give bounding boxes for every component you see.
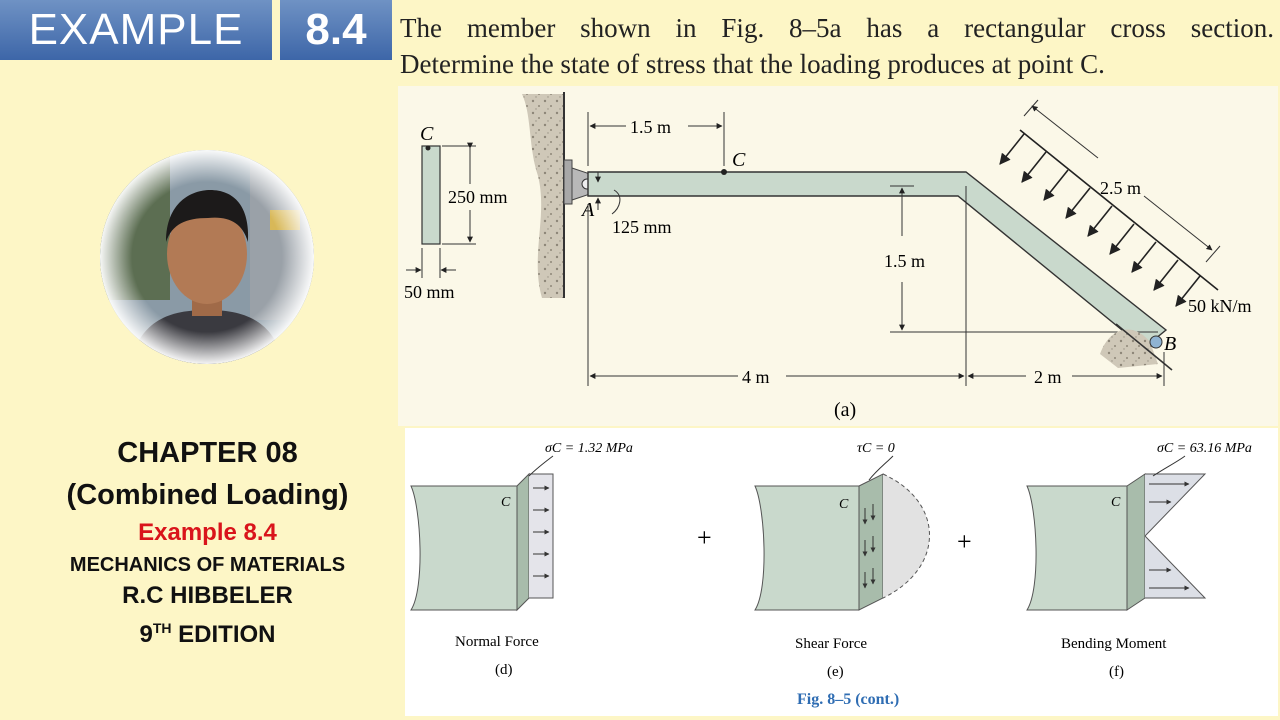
stress-d: σC = 1.32 MPa [545, 441, 633, 456]
figure-f-bending-moment: σC = 63.16 MPa C Bending Moment (f) [1026, 441, 1252, 680]
label-bending-moment: Bending Moment [1061, 636, 1167, 652]
point-c-d: C [501, 495, 511, 510]
dim-1-5m-top: 1.5 m [630, 117, 671, 137]
presenter-avatar [100, 150, 314, 364]
problem-statement: The member shown in Fig. 8–5a has a rect… [400, 10, 1274, 82]
edition-label: 9TH EDITION [0, 612, 415, 651]
letter-e: (e) [827, 664, 844, 680]
roller-support-b [1100, 323, 1173, 371]
dim-1-5m-vertical: 1.5 m [884, 251, 925, 271]
load-label: 50 kN/m [1188, 296, 1252, 316]
stress-e: τC = 0 [857, 441, 895, 456]
edition-superscript: TH [152, 620, 172, 636]
label-normal-force: Normal Force [455, 634, 539, 650]
dim-250mm: 250 mm [448, 187, 508, 207]
label-shear-force: Shear Force [795, 636, 867, 652]
edition-number: 9 [139, 621, 153, 648]
problem-line-1: The member shown in Fig. 8–5a has a rect… [400, 13, 1274, 43]
label-b: B [1164, 333, 1176, 355]
figure-caption: Fig. 8–5 (cont.) [797, 691, 899, 708]
example-banner: EXAMPLE [0, 0, 272, 60]
figure-a-caption: (a) [834, 399, 856, 421]
dim-125mm: 125 mm [612, 217, 672, 237]
chapter-title: CHAPTER 08 [117, 437, 298, 469]
letter-d: (d) [495, 662, 513, 678]
dim-2-5m: 2.5 m [1100, 178, 1141, 198]
book-title: MECHANICS OF MATERIALS [69, 554, 346, 576]
chapter-info: CHAPTER 08 (Combined Loading) Example 8.… [0, 432, 415, 651]
dim-50mm: 50 mm [404, 282, 455, 302]
dim-2m: 2 m [1034, 367, 1062, 387]
plus-2: + [957, 527, 972, 556]
fixed-wall [522, 92, 565, 298]
stress-f: σC = 63.16 MPa [1157, 441, 1252, 456]
cross-section: C 250 mm 50 mm [404, 123, 508, 302]
stress-distribution-figures: σC = 1.32 MPa C Normal Force (d) + τC = … [405, 428, 1278, 716]
example-number-banner: 8.4 [280, 0, 392, 60]
figure-e-shear-force: τC = 0 C Shear Force (e) [754, 441, 930, 680]
example-label: Example 8.4 [138, 519, 277, 546]
dim-4m: 4 m [742, 367, 770, 387]
distributed-load [999, 129, 1219, 307]
cross-section-point-c-label: C [420, 123, 434, 145]
point-c-e: C [839, 497, 849, 512]
letter-f: (f) [1109, 664, 1124, 680]
figure-d-normal-force: σC = 1.32 MPa C Normal Force (d) [410, 441, 633, 678]
member-body [587, 171, 1168, 349]
author-name: R.C HIBBELER [122, 582, 293, 609]
plus-1: + [697, 523, 712, 552]
chapter-topic: (Combined Loading) [66, 479, 349, 511]
edition-word: EDITION [171, 621, 276, 648]
point-c-f: C [1111, 495, 1121, 510]
problem-line-2: Determine the state of stress that the l… [400, 49, 1105, 79]
figure-a-diagram: C 250 mm 50 mm A C 1.5 m 125 mm 1.5 m [398, 86, 1278, 426]
label-c-point: C [732, 149, 746, 171]
